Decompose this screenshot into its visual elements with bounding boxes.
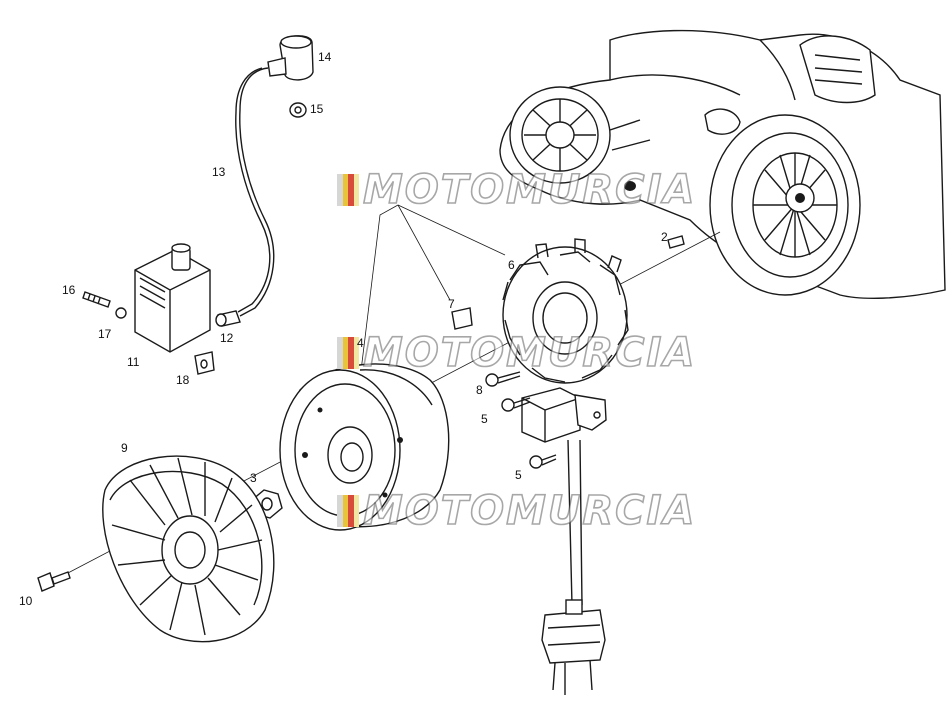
- stator-cable: [541, 439, 606, 695]
- pickup-bracket: [521, 387, 607, 443]
- part-label-18: 18: [176, 373, 190, 387]
- watermark: MOTOMURCIA: [337, 166, 697, 214]
- part-label-17: 17: [98, 327, 112, 341]
- ignition-coil: [134, 243, 211, 353]
- screw-5b: [529, 454, 557, 469]
- watermark-flag: [337, 174, 359, 206]
- watermark-text: MOTOMURCIA: [362, 329, 697, 377]
- washer-17: [115, 307, 127, 319]
- watermark: MOTOMURCIA: [337, 329, 697, 377]
- bolt-10: [37, 571, 71, 592]
- watermark-flag: [337, 495, 359, 527]
- stator: [502, 238, 629, 384]
- clip-7: [451, 307, 473, 330]
- part-label-3: 3: [250, 471, 257, 485]
- clip-18: [194, 351, 215, 375]
- part-label-16: 16: [62, 283, 76, 297]
- watermark-flag: [337, 337, 359, 369]
- screw-8: [485, 371, 521, 387]
- part-label-6: 6: [508, 258, 515, 272]
- part-label-11: 11: [127, 355, 140, 369]
- watermark-text: MOTOMURCIA: [362, 487, 697, 535]
- part-label-9: 9: [121, 441, 128, 455]
- part-label-2: 2: [661, 230, 668, 244]
- part-label-4: 4: [357, 336, 364, 350]
- part-label-12: 12: [220, 331, 234, 345]
- part-label-5: 5: [515, 468, 522, 482]
- part-label-15: 15: [310, 102, 324, 116]
- watermark-text: MOTOMURCIA: [362, 166, 697, 214]
- screw-5a: [501, 397, 531, 412]
- part-label-10: 10: [19, 594, 33, 608]
- key-2: [667, 235, 685, 249]
- engine-crankcase: [499, 29, 946, 299]
- part-label-13: 13: [212, 165, 226, 179]
- part-label-8: 8: [476, 383, 483, 397]
- part-label-5: 5: [481, 412, 488, 426]
- cooling-fan: [102, 455, 275, 643]
- bolt-16: [82, 291, 111, 308]
- ht-wire: [239, 67, 275, 317]
- part-label-14: 14: [318, 50, 332, 64]
- nut-15: [289, 102, 307, 118]
- watermark: MOTOMURCIA: [337, 487, 697, 535]
- part-label-7: 7: [448, 297, 455, 311]
- spark-plug-cap: [267, 35, 314, 81]
- flywheel-rotor: [279, 363, 450, 531]
- connector-12: [215, 310, 241, 327]
